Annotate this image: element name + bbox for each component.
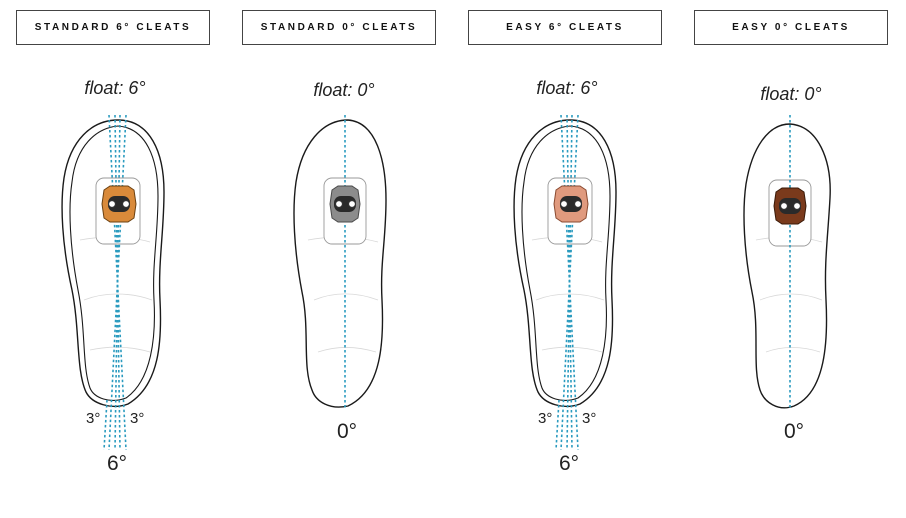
left-angle-label: 3°	[86, 410, 101, 427]
float-label: float: 0°	[313, 80, 375, 100]
total-angle-label: 0°	[783, 420, 805, 443]
left-angle-label: 3°	[538, 410, 553, 427]
sole-shape	[743, 123, 831, 409]
float-label: float: 0°	[760, 84, 822, 104]
panel-title: STANDARD 6° CLEATS	[34, 22, 192, 33]
panel-title-box: STANDARD 0° CLEATS	[242, 10, 436, 45]
panel-title-box: EASY 0° CLEATS	[694, 10, 888, 45]
sole-shape	[293, 119, 387, 408]
total-angle-label: 6°	[106, 452, 128, 475]
panel-title: STANDARD 0° CLEATS	[260, 22, 418, 33]
shoe-sole-diagram	[293, 115, 387, 410]
panel-title: EASY 0° CLEATS	[732, 22, 850, 33]
right-angle-label: 3°	[130, 410, 145, 427]
panel-title-box: EASY 6° CLEATS	[468, 10, 662, 45]
panel-easy-6: EASY 6° CLEATS float: 6° 3° 3° 6°	[452, 0, 678, 518]
panel-title-box: STANDARD 6° CLEATS	[16, 10, 210, 45]
shoe-sole-diagram	[513, 114, 617, 451]
panel-standard-6: STANDARD 6° CLEATS float: 6° 3° 3° 6°	[0, 0, 226, 518]
right-angle-label: 3°	[582, 410, 597, 427]
panel-easy-0: EASY 0° CLEATS float: 0° 0°	[678, 0, 904, 518]
cleat	[553, 185, 589, 223]
float-label: float: 6°	[536, 78, 598, 98]
cleat	[101, 185, 137, 223]
shoe-sole-diagram	[743, 115, 831, 410]
panel-standard-0: STANDARD 0° CLEATS float: 0° 0°	[226, 0, 452, 518]
float-label: float: 6°	[84, 78, 146, 98]
panel-title: EASY 6° CLEATS	[506, 22, 624, 33]
float-angle-lines	[103, 114, 127, 451]
cleat	[329, 185, 361, 223]
float-angle-lines	[555, 114, 579, 451]
total-angle-label: 0°	[336, 420, 358, 443]
sole-shape	[513, 119, 617, 408]
sole-shape	[61, 119, 165, 408]
shoe-sole-diagram	[61, 114, 165, 451]
cleat	[773, 187, 807, 225]
total-angle-label: 6°	[558, 452, 580, 475]
